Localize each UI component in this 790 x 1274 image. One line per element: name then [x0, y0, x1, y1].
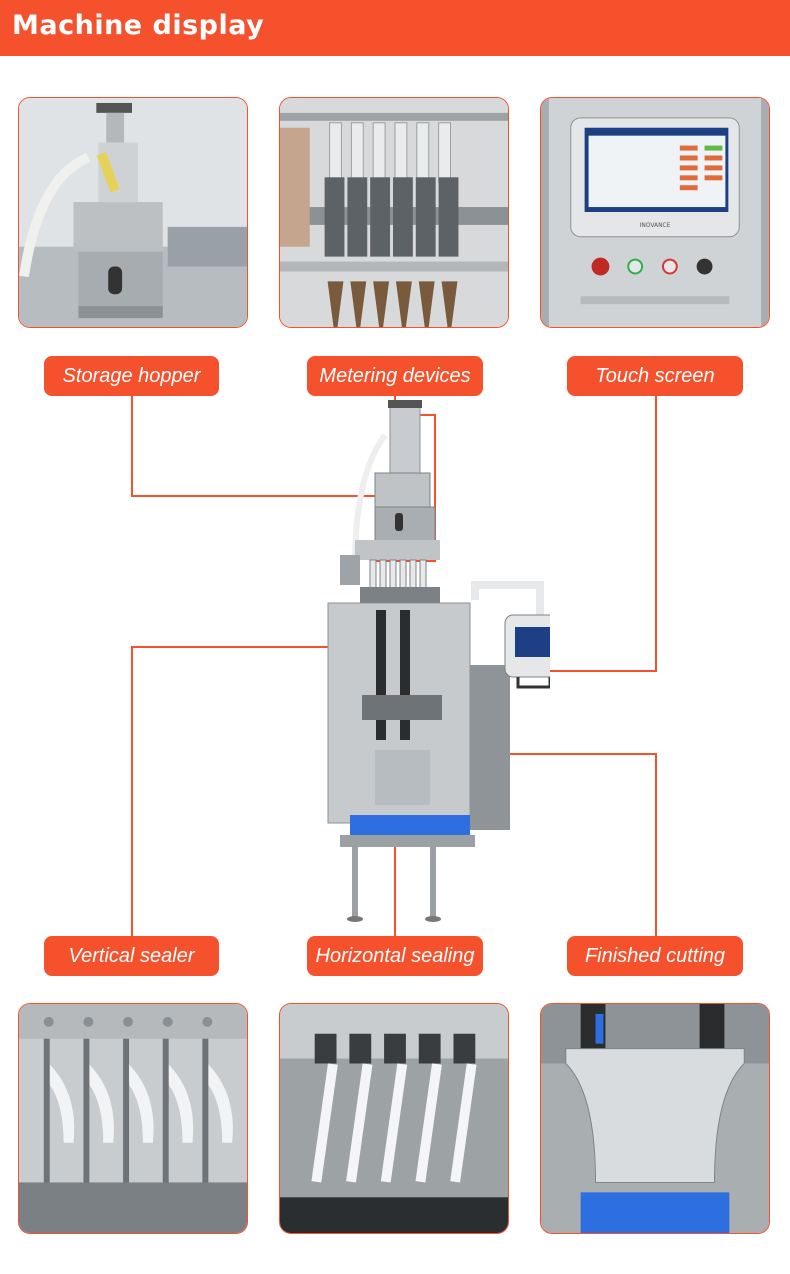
- touch-screen-icon: INOVANCE: [541, 98, 769, 327]
- metering-devices-label: Metering devices: [307, 356, 483, 396]
- leader-line: [131, 646, 133, 938]
- storage-hopper-photo: [18, 97, 248, 328]
- metering-devices-photo: [279, 97, 509, 328]
- touch-panel-brand: INOVANCE: [640, 222, 671, 229]
- packing-machine-illustration: [327, 400, 550, 922]
- leader-line: [131, 396, 133, 497]
- leader-line: [655, 396, 657, 672]
- storage-hopper-label: Storage hopper: [44, 356, 219, 396]
- touch-screen-label: Touch screen: [567, 356, 743, 396]
- metering-icon: [280, 98, 508, 327]
- vertical-sealer-label: Vertical sealer: [44, 936, 219, 976]
- horizontal-sealing-photo: [279, 1003, 509, 1234]
- horizontal-sealing-label: Horizontal sealing: [307, 936, 483, 976]
- page-header: Machine display: [0, 0, 790, 56]
- leader-line: [131, 646, 391, 648]
- hopper-icon: [19, 98, 247, 327]
- leader-line: [540, 670, 657, 672]
- page-title: Machine display: [12, 10, 265, 41]
- horizontal-sealer-icon: [280, 1004, 508, 1233]
- cutter-icon: [541, 1004, 769, 1233]
- leader-line: [430, 753, 657, 755]
- vertical-sealer-photo: [18, 1003, 248, 1234]
- finished-cutting-label: Finished cutting: [567, 936, 743, 976]
- touch-screen-photo: INOVANCE: [540, 97, 770, 328]
- leader-line: [655, 753, 657, 938]
- sealer-icon: [19, 1004, 247, 1233]
- finished-cutting-photo: [540, 1003, 770, 1234]
- leader-line: [434, 414, 436, 562]
- leader-line: [131, 495, 379, 497]
